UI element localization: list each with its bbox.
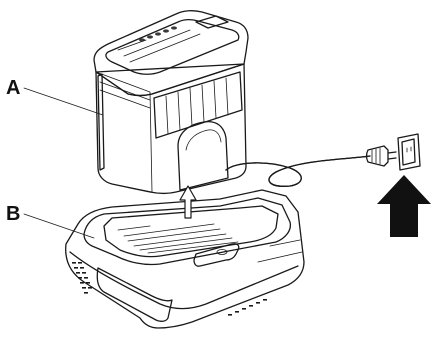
callout-b-label: B <box>6 203 20 225</box>
wall-socket-icon <box>398 134 420 170</box>
base-front-window <box>97 268 172 321</box>
solid-up-arrow-icon <box>377 175 431 237</box>
base-vent-holes <box>72 262 92 294</box>
callout-a-leader <box>24 88 103 115</box>
tank-grille <box>154 72 242 138</box>
tank-lid-rim <box>96 64 244 96</box>
tank-left-face <box>96 72 152 192</box>
tank-buttons <box>139 26 177 41</box>
water-tank-unit <box>94 11 248 194</box>
tank-left-grip <box>98 74 104 170</box>
base-side-shading <box>258 240 302 262</box>
tank-front-window <box>178 122 228 190</box>
tank-body <box>96 64 246 194</box>
power-cord-inner <box>226 156 370 186</box>
base-bottom-vents <box>228 299 267 316</box>
power-cord <box>226 156 370 186</box>
callout-a: A <box>6 77 103 115</box>
cradle-ridges <box>118 224 238 253</box>
power-cord-assembly <box>226 134 420 186</box>
callout-a-label: A <box>6 77 20 99</box>
